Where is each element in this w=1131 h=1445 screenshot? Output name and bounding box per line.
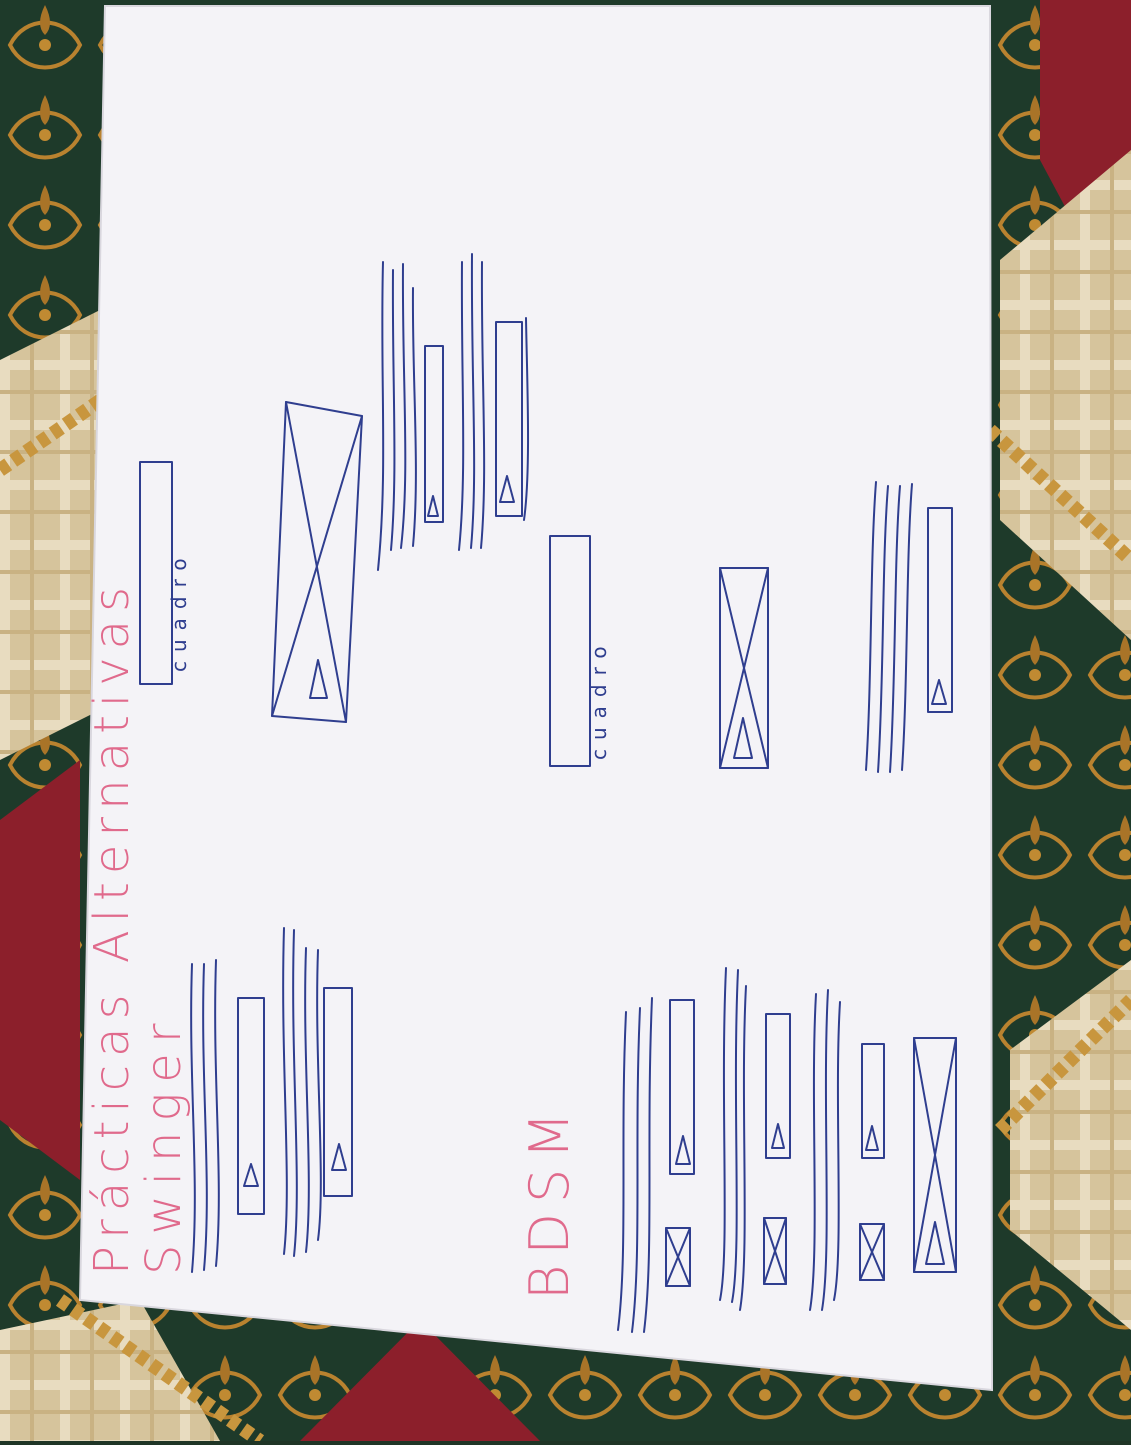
label-cuadro-right: cuadro: [587, 637, 611, 760]
title-text: Prácticas Alternativas: [84, 579, 140, 1275]
section-bdsm-text: BDSM: [518, 1102, 581, 1300]
section-swinger-text: Swinger: [136, 1013, 192, 1275]
label-cuadro-top: cuadro: [167, 549, 191, 672]
